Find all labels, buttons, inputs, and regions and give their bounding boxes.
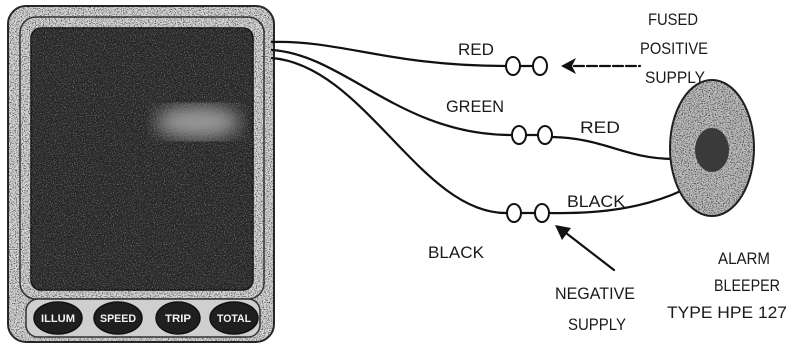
speed-log-instrument: ILLUM SPEED TRIP TOTAL: [7, 5, 275, 343]
red-wire-connector-b: [532, 56, 548, 76]
bleeper-line2: BLEEPER: [714, 276, 780, 295]
green-wire-connector-a: [511, 125, 527, 145]
total-button-label: TOTAL: [217, 313, 251, 325]
fused-supply-line2: POSITIVE: [640, 39, 708, 58]
negative-supply-line: [564, 231, 616, 272]
bleeper-black-wire: BLACK: [547, 188, 685, 215]
black-wire-connector-a: [506, 203, 522, 223]
bleeper-red-wire-label: RED: [580, 118, 620, 137]
fused-supply-line1: FUSED: [648, 10, 698, 29]
black-wire-label: BLACK: [428, 243, 485, 262]
green-wire-label: GREEN: [446, 97, 504, 116]
speed-button-label: SPEED: [100, 313, 136, 325]
screen-glare: [156, 106, 240, 138]
green-wire-connector-b: [537, 125, 553, 145]
trip-button-label: TRIP: [165, 313, 191, 325]
illum-button-label: ILLUM: [41, 313, 75, 325]
bleeper-line3: TYPE HPE 127: [667, 303, 787, 322]
bleeper-black-wire-label: BLACK: [567, 192, 626, 211]
fused-positive-supply: FUSED POSITIVE SUPPLY: [561, 10, 708, 87]
positive-supply-arrow-icon: [561, 58, 576, 74]
negative-supply-arrow-icon: [555, 225, 571, 240]
green-wire: GREEN: [270, 48, 553, 145]
negative-supply-line1: NEGATIVE: [555, 284, 635, 303]
negative-supply-line2: SUPPLY: [568, 315, 626, 334]
fused-supply-line3: SUPPLY: [645, 68, 705, 87]
screen-texture: [31, 28, 253, 290]
black-wire-connector-b: [534, 203, 550, 223]
negative-supply: NEGATIVE SUPPLY: [555, 225, 635, 334]
bleeper-center: [695, 128, 729, 172]
alarm-bleeper: ALARM BLEEPER TYPE HPE 127: [667, 79, 787, 322]
total-button: TOTAL: [209, 301, 259, 335]
bleeper-line1: ALARM: [718, 249, 770, 268]
red-wire-connector-a: [505, 56, 521, 76]
red-wire-label: RED: [458, 40, 494, 59]
illum-button: ILLUM: [33, 301, 83, 335]
bleeper-red-wire: RED: [550, 118, 676, 161]
red-wire: RED: [270, 40, 548, 76]
button-panel: [25, 298, 261, 338]
speed-button: SPEED: [93, 301, 143, 335]
black-wire: BLACK: [270, 56, 550, 262]
trip-button: TRIP: [155, 301, 201, 335]
